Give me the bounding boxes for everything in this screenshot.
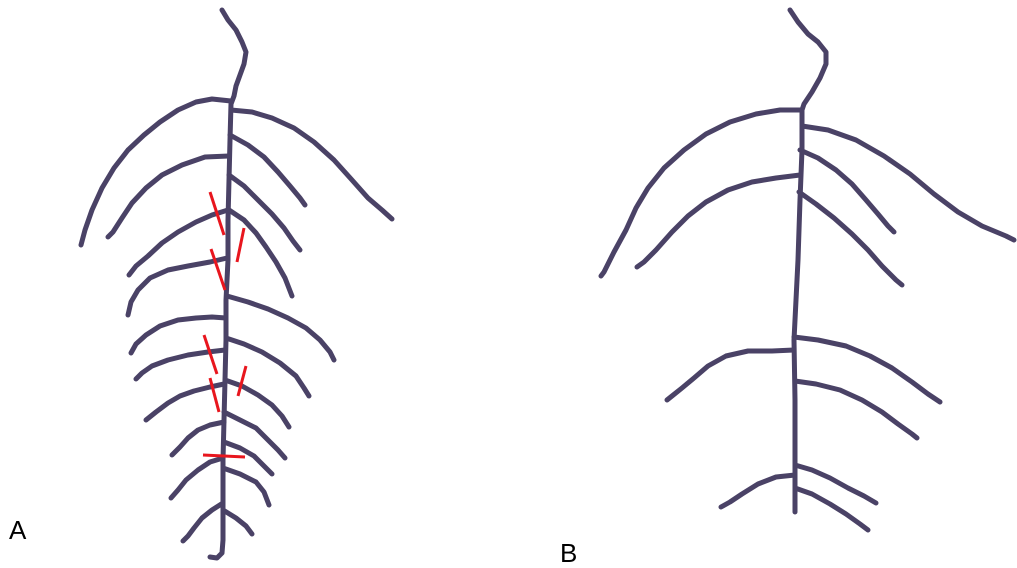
panel-a-lateral-root xyxy=(224,412,285,458)
panel-b-primary-root xyxy=(790,10,826,512)
panel-b-lateral-root xyxy=(800,150,894,232)
panel-a-lateral-root xyxy=(231,110,392,219)
panel-b-lateral-root xyxy=(795,465,876,503)
panel-b-lateral-root xyxy=(794,337,940,402)
cut-mark xyxy=(211,249,225,290)
panel-a-lateral-root xyxy=(227,296,334,360)
panel-a-lateral-root xyxy=(81,99,231,245)
cut-mark xyxy=(203,455,245,457)
panel-a-lateral-root xyxy=(171,458,223,498)
panel-a-lateral-root xyxy=(129,210,228,275)
panel-b-lateral-root xyxy=(601,110,802,276)
panel-a-lateral-root xyxy=(223,510,252,534)
panel-b-lateral-root xyxy=(667,350,794,400)
panel-a-label: A xyxy=(9,517,26,543)
cut-mark xyxy=(238,366,246,396)
panel-b-lateral-root xyxy=(721,475,795,507)
panel-a-lateral-root xyxy=(230,135,305,205)
panel-a-lateral-root xyxy=(131,317,226,353)
panel-b-lateral-root xyxy=(637,175,800,267)
panel-a-lateral-root xyxy=(183,503,223,541)
panel-a-root-system xyxy=(81,10,392,558)
panel-a-lateral-root xyxy=(223,468,269,505)
panel-b-lateral-root xyxy=(802,126,1014,240)
panel-b-root-system xyxy=(601,10,1014,530)
panel-b-label: B xyxy=(560,540,577,566)
cut-mark xyxy=(237,228,244,262)
panel-b-lateral-root xyxy=(799,192,902,285)
panel-a-lateral-root xyxy=(172,422,224,455)
panel-a-lateral-root xyxy=(128,258,227,315)
panel-b-lateral-root xyxy=(795,381,917,438)
